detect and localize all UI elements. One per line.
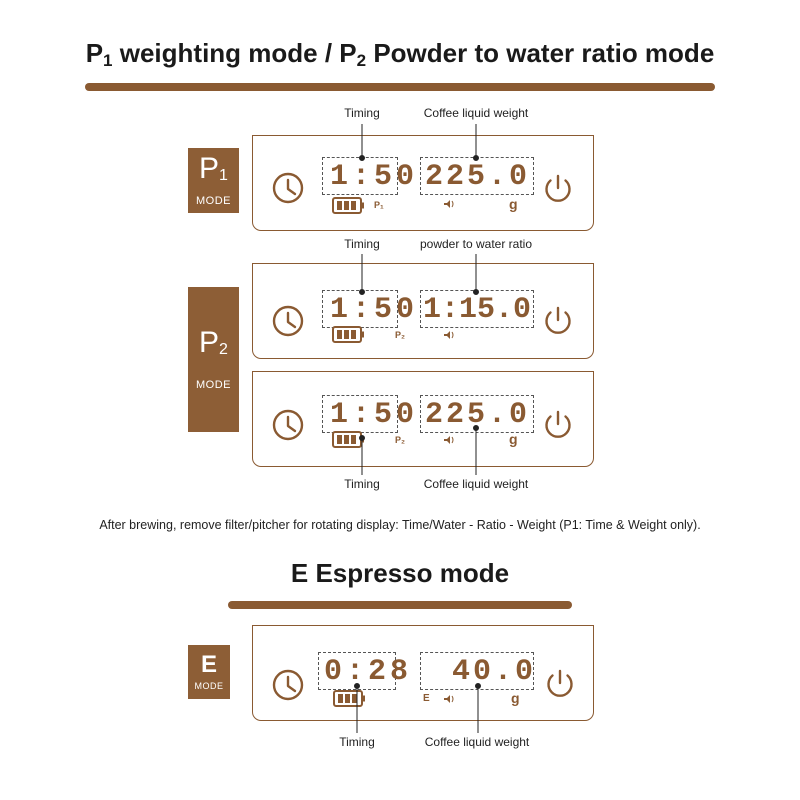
badge-e-mode: MODE (194, 681, 224, 691)
rotating-display-note: After brewing, remove filter/pitcher for… (99, 518, 701, 532)
weight-digits-p2: 225.0 (425, 398, 531, 432)
mode-tag-p1: P₁ (374, 200, 384, 210)
scale-panel-e (252, 625, 594, 721)
label-timing: Timing (344, 477, 380, 491)
title-p1-sub: 1 (103, 51, 113, 70)
timer-digits-e: 0:28 (324, 655, 413, 689)
timer-digits-p1: 1:50 (330, 160, 419, 194)
label-timing: Timing (339, 735, 375, 749)
label-coffee-liquid-weight: Coffee liquid weight (423, 106, 529, 120)
title-mid: weighting mode / P (112, 38, 357, 68)
title-underline (85, 83, 715, 91)
timer-digits-p2-weight: 1:50 (330, 398, 419, 432)
badge-p2-sub: 2 (219, 341, 228, 358)
weight-display-p2 (420, 395, 534, 433)
badge-p1-letter: P1 (199, 154, 228, 191)
label-coffee-liquid-weight: Coffee liquid weight (423, 477, 529, 491)
badge-p1-mode: MODE (196, 195, 231, 207)
title-p2-sub: 2 (356, 51, 367, 70)
badge-p2-mode: MODE (196, 379, 231, 391)
timer-digits-p2-ratio: 1:50 (330, 293, 419, 327)
mode-tag-p2-ratio: P₂ (395, 330, 406, 340)
unit-p1: g (509, 196, 518, 212)
scale-panel-p1 (252, 135, 594, 231)
label-timing: Timing (344, 237, 380, 251)
mode-tag-p2-weight: P₂ (395, 435, 406, 445)
badge-p1-sub: 1 (219, 167, 228, 184)
espresso-underline (228, 601, 572, 609)
badge-e: E MODE (188, 645, 230, 699)
weight-digits-p1: 225.0 (425, 160, 531, 194)
ratio-digits-p2: 1:15.0 (423, 293, 532, 327)
badge-p2-letter: P2 (199, 328, 228, 365)
main-title: P1 weighting mode / P2 Powder to water r… (0, 38, 800, 71)
badge-p2: P2 MODE (188, 287, 239, 432)
weight-digits-e: 40.0 (452, 655, 537, 689)
unit-p2-weight: g (509, 431, 518, 447)
mode-tag-e: E (423, 693, 430, 704)
label-powder-to-water-ratio: powder to water ratio (419, 237, 533, 251)
badge-p2-p: P (199, 326, 220, 359)
title-p1: P (85, 38, 104, 68)
label-timing: Timing (344, 106, 380, 120)
scale-panel-p2-weight (252, 371, 594, 467)
badge-p1: P1 MODE (188, 148, 239, 213)
label-coffee-liquid-weight: Coffee liquid weight (424, 735, 530, 749)
unit-e: g (511, 690, 520, 706)
badge-e-letter: E (200, 651, 217, 678)
title-end: Powder to water ratio mode (366, 38, 715, 68)
weight-display-e (420, 652, 534, 690)
badge-p1-p: P (199, 152, 220, 185)
espresso-title: E Espresso mode (290, 558, 510, 588)
scale-panel-p2-ratio (252, 263, 594, 359)
